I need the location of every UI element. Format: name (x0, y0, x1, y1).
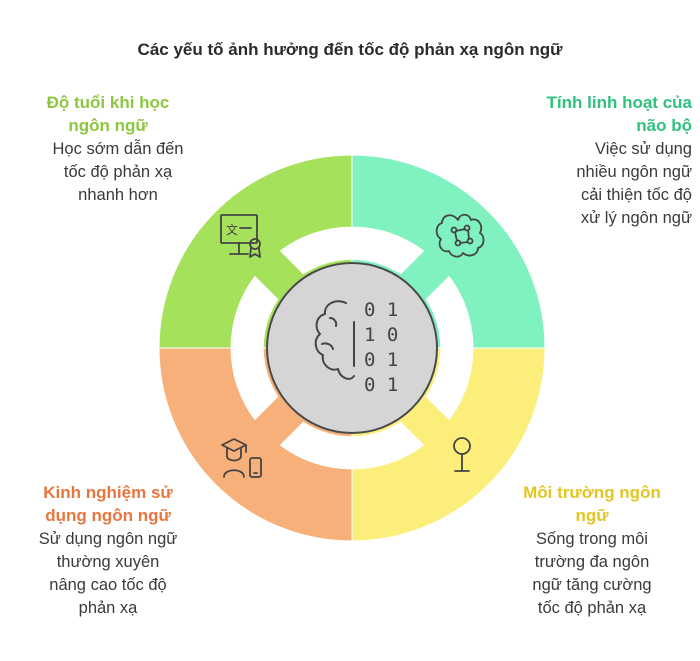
binary-row-4: 0 1 (364, 374, 398, 396)
signpost-icon (453, 437, 471, 472)
factor-experience: Kinh nghiệm sử dụng ngôn ngữ Sử dụng ngô… (8, 481, 208, 620)
inner-ring (230, 226, 474, 470)
factor-age: Độ tuổi khi học ngôn ngữ Học sớm dẫn đến… (8, 91, 208, 207)
factor-age-description: Học sớm dẫn đến tốc độ phản xạ nhanh hơn (52, 140, 184, 204)
translation-certificate-icon: 文 (220, 214, 261, 258)
factor-brain-flexibility: Tính linh hoạt của não bộ Việc sử dụng n… (502, 91, 692, 230)
neural-network-icon (435, 213, 485, 258)
ring-segment-bottom (279, 421, 425, 470)
factor-environment-description: Sống trong môi trường đa ngôn ngữ tăng c… (532, 530, 652, 617)
factor-brain-flexibility-description: Việc sử dụng nhiều ngôn ngữ cải thiện tố… (576, 140, 692, 227)
factor-brain-flexibility-heading: Tính linh hoạt của não bộ (546, 93, 692, 135)
brain-binary-icon (314, 300, 355, 380)
diagram-title: Các yếu tố ảnh hưởng đến tốc độ phản xạ … (137, 40, 563, 59)
binary-row-1: 0 1 (364, 299, 398, 321)
factor-experience-description: Sử dụng ngôn ngữ thường xuyên nâng cao t… (38, 530, 178, 617)
binary-row-2: 1 0 (364, 324, 398, 346)
ring-segment-right (425, 275, 474, 421)
factor-environment: Môi trường ngôn ngữ Sống trong môi trườn… (492, 481, 692, 620)
ring-segment-left (230, 275, 279, 421)
ring-segment-top (279, 226, 425, 275)
center-circle (266, 262, 438, 434)
factor-environment-heading: Môi trường ngôn ngữ (523, 483, 661, 525)
binary-row-3: 0 1 (364, 349, 398, 371)
binary-digits: 0 1 1 0 0 1 0 1 (364, 299, 398, 396)
svg-text:文: 文 (226, 222, 238, 237)
graduate-phone-icon (221, 438, 262, 478)
factor-age-heading: Độ tuổi khi học ngôn ngữ (46, 93, 170, 135)
factor-experience-heading: Kinh nghiệm sử dụng ngôn ngữ (43, 483, 173, 525)
